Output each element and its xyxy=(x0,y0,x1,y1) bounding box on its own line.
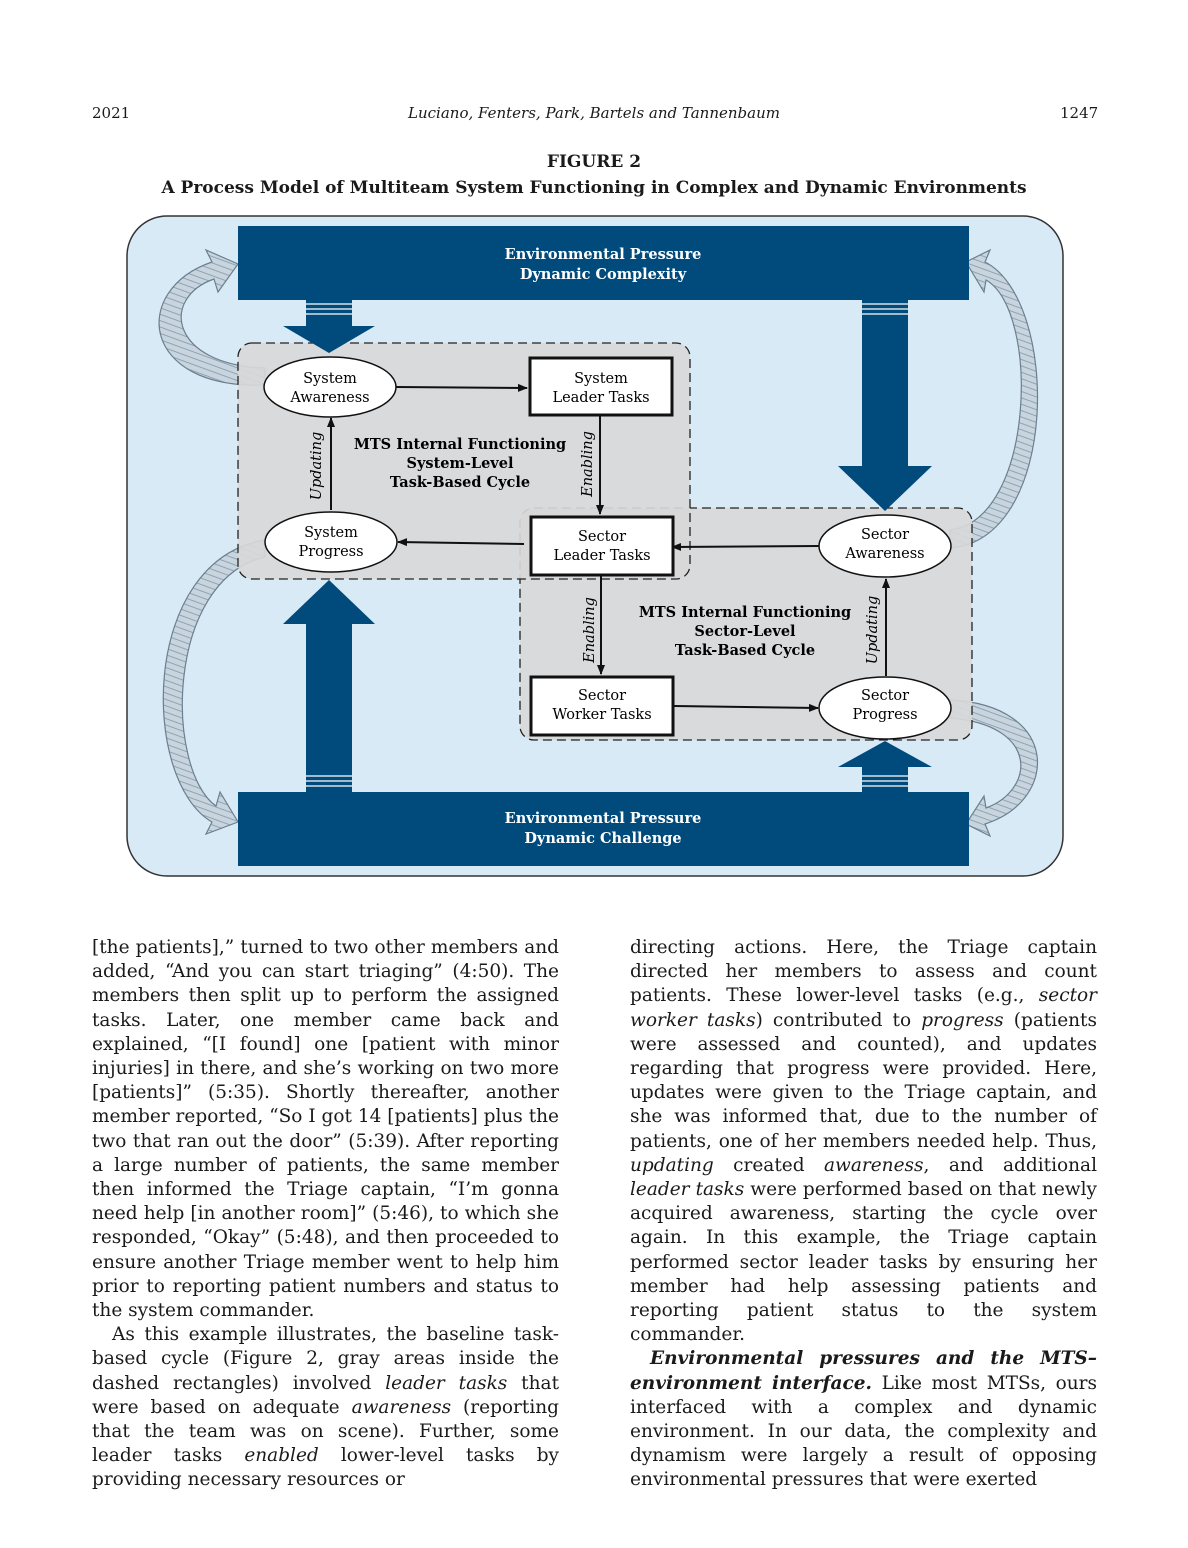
sector-awareness-node: Sector Awareness xyxy=(818,514,952,578)
right-paragraph-2: Environmental pressures and the MTS–envi… xyxy=(630,1348,1097,1491)
svg-text:MTS Internal Functioning: MTS Internal Functioning xyxy=(639,604,851,621)
right-paragraph-1: directing actions. Here, the Triage capt… xyxy=(630,937,1097,1346)
figure-title: A Process Model of Multiteam System Func… xyxy=(161,178,1027,198)
pressure-arrow-down-system xyxy=(283,300,375,353)
system-leader-tasks-node: System Leader Tasks xyxy=(528,356,674,417)
svg-text:System: System xyxy=(574,371,628,387)
svg-text:Leader Tasks: Leader Tasks xyxy=(552,390,649,406)
svg-text:Sector-Level: Sector-Level xyxy=(694,623,796,640)
left-paragraph-2: As this example illustrates, the baselin… xyxy=(92,1324,560,1491)
environmental-pressure-complexity-bar xyxy=(238,226,969,300)
section-runin-heading: Environmental pressures and the MTS–envi… xyxy=(630,1348,1097,1394)
bottom-bar-line2: Dynamic Challenge xyxy=(524,830,681,847)
figure-label: FIGURE 2 xyxy=(546,152,642,172)
system-progress-node: System Progress xyxy=(264,511,398,573)
header-year: 2021 xyxy=(92,104,131,122)
feedback-arc-bottom-left xyxy=(162,539,266,836)
svg-text:System-Level: System-Level xyxy=(407,455,514,472)
pressure-arrow-down-sector xyxy=(838,300,932,511)
arrow-worker-to-sector-progress xyxy=(673,703,819,712)
sector-cycle-caption: MTS Internal Functioning Sector-Level Ta… xyxy=(639,604,851,659)
feedback-arc-bottom-right xyxy=(949,699,1039,838)
svg-text:Sector: Sector xyxy=(578,529,626,545)
figure-caption: FIGURE 2 A Process Model of Multiteam Sy… xyxy=(0,149,1188,201)
feedback-arc-top-left xyxy=(158,248,266,386)
body-right-column: directing actions. Here, the Triage capt… xyxy=(630,936,1097,1493)
top-bar-line1: Environmental Pressure xyxy=(505,246,702,263)
body-left-column: [the patients],” turned to two other mem… xyxy=(92,936,559,1493)
sector-enabling-label: Enabling xyxy=(582,597,598,664)
system-awareness-node: System Awareness xyxy=(263,356,397,418)
svg-text:MTS Internal Functioning: MTS Internal Functioning xyxy=(354,436,566,453)
process-model-diagram: Environmental Pressure Dynamic Complexit… xyxy=(126,215,1064,877)
svg-text:Task-Based Cycle: Task-Based Cycle xyxy=(390,474,530,491)
svg-text:Sector: Sector xyxy=(578,688,626,704)
svg-text:Worker Tasks: Worker Tasks xyxy=(552,707,651,723)
sector-worker-tasks-node: Sector Worker Tasks xyxy=(529,675,675,737)
svg-text:Awareness: Awareness xyxy=(844,546,924,562)
system-cycle-caption: MTS Internal Functioning System-Level Ta… xyxy=(354,436,566,491)
environmental-pressure-challenge-bar xyxy=(238,792,969,866)
system-updating-label: Updating xyxy=(309,432,325,501)
svg-text:Progress: Progress xyxy=(298,544,363,560)
pressure-arrow-up-sector xyxy=(838,741,932,792)
svg-text:Awareness: Awareness xyxy=(289,390,369,406)
top-bar-line2: Dynamic Complexity xyxy=(520,266,687,283)
header-authors: Luciano, Fenters, Park, Bartels and Tann… xyxy=(408,104,780,122)
sector-updating-label: Updating xyxy=(865,596,881,665)
svg-text:Progress: Progress xyxy=(852,707,917,723)
pressure-arrow-up-system xyxy=(283,580,375,792)
svg-text:Task-Based Cycle: Task-Based Cycle xyxy=(675,642,815,659)
svg-text:System: System xyxy=(303,371,357,387)
system-enabling-label: Enabling xyxy=(580,431,596,498)
left-paragraph-1: [the patients],” turned to two other mem… xyxy=(92,937,559,1322)
svg-text:Leader Tasks: Leader Tasks xyxy=(553,548,650,564)
flow-arrows xyxy=(327,383,890,712)
arrow-sector-awareness-to-leader xyxy=(671,542,821,551)
svg-text:Sector: Sector xyxy=(861,688,909,704)
sector-progress-node: Sector Progress xyxy=(818,676,952,740)
svg-text:Sector: Sector xyxy=(861,527,909,543)
arrow-awareness-to-leader xyxy=(395,383,528,392)
bottom-bar-line1: Environmental Pressure xyxy=(505,810,702,827)
header-page-number: 1247 xyxy=(1060,104,1099,122)
svg-text:System: System xyxy=(304,525,358,541)
feedback-arc-top-right xyxy=(949,248,1038,549)
sector-leader-tasks-node: Sector Leader Tasks xyxy=(529,515,675,577)
arrow-sector-leader-to-system-progress xyxy=(397,538,525,547)
